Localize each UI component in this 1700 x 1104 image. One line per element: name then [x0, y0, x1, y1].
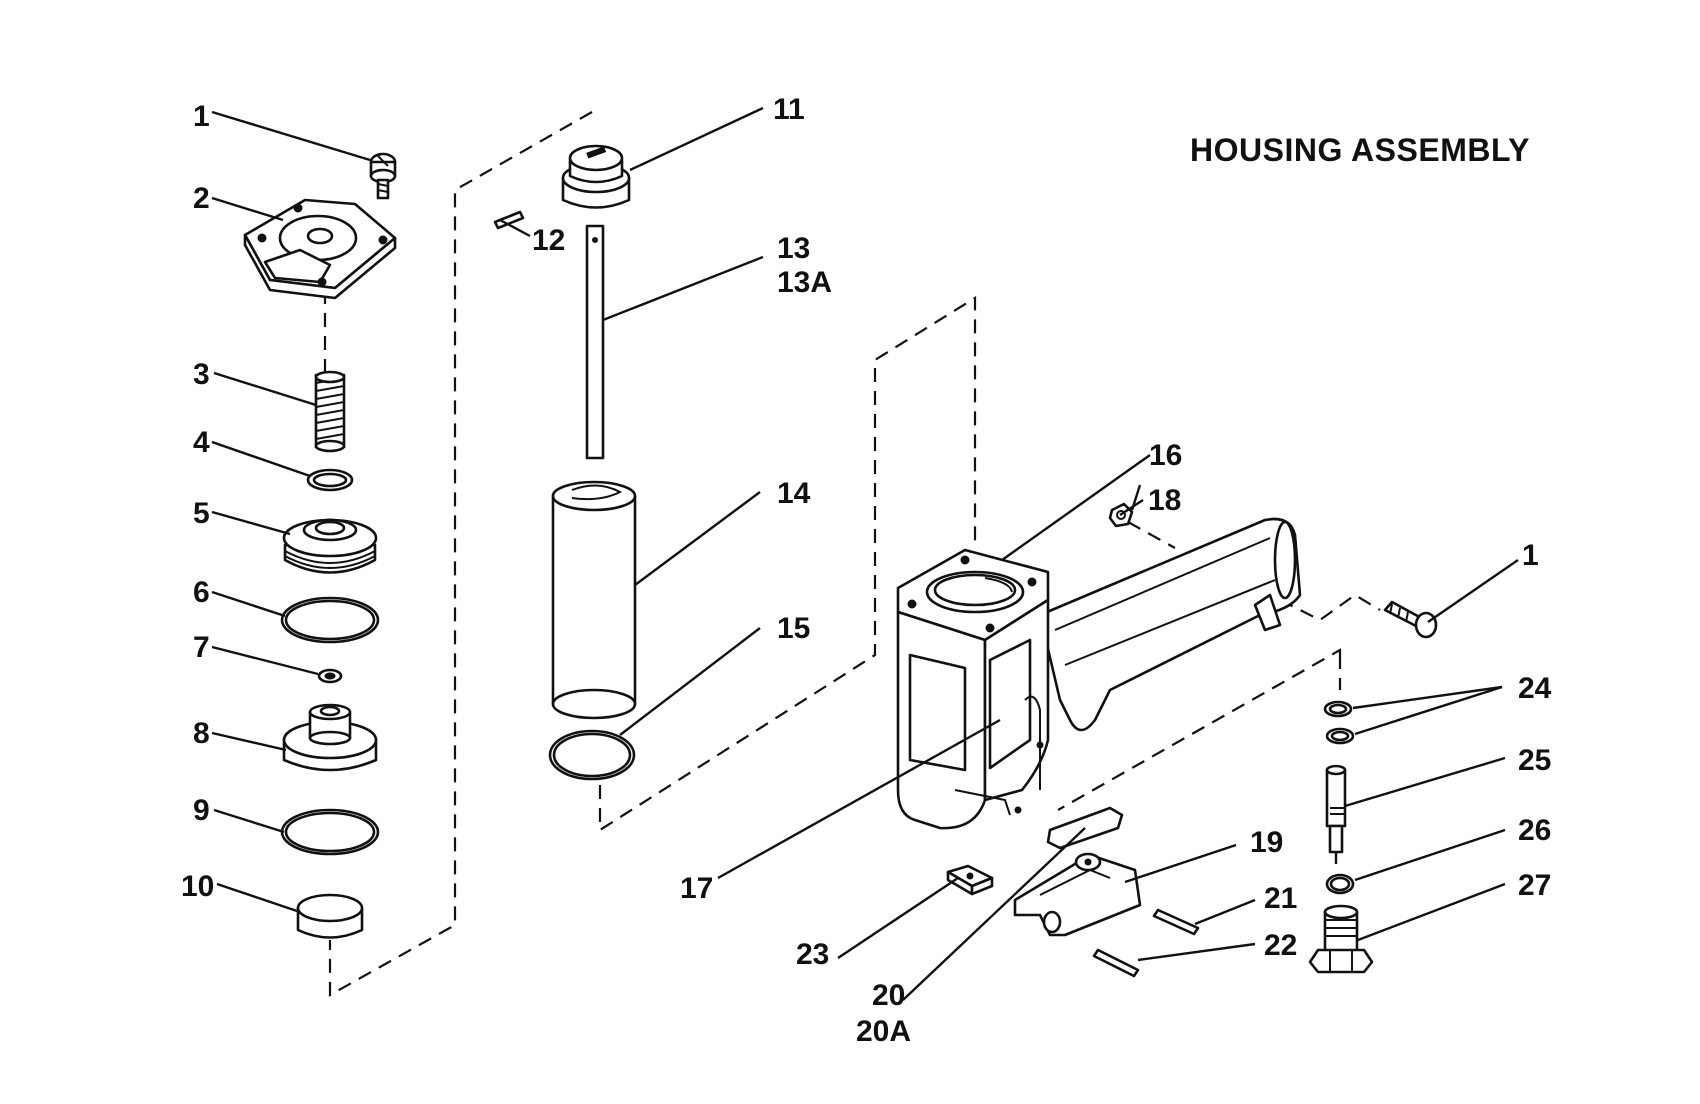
callout-5: 5 — [193, 497, 210, 530]
callout-21: 21 — [1264, 882, 1297, 915]
piston-part-8 — [282, 703, 378, 772]
o-ring-part-4 — [306, 468, 354, 492]
callout-18: 18 — [1148, 484, 1181, 517]
callout-3: 3 — [193, 358, 210, 391]
callout-13a: 13A — [777, 266, 832, 299]
valve-stem-part-25 — [1325, 764, 1347, 864]
callout-labels: 1 2 3 4 5 6 7 8 9 10 11 12 13 13A 14 15 … — [181, 93, 1552, 1048]
callout-13: 13 — [777, 232, 810, 265]
pin-part-21 — [1152, 908, 1200, 936]
cylinder-tube-part-14 — [551, 480, 637, 720]
callout-22: 22 — [1264, 929, 1297, 962]
washer-part-7 — [317, 668, 343, 684]
callout-2: 2 — [193, 182, 210, 215]
plug-part-11 — [561, 144, 631, 209]
o-ring-part-26 — [1325, 873, 1355, 895]
fitting-part-27 — [1308, 904, 1374, 974]
callout-12: 12 — [532, 224, 565, 257]
washers-part-24 — [1323, 700, 1355, 745]
callout-26: 26 — [1518, 814, 1551, 847]
callout-8: 8 — [193, 717, 210, 750]
callout-17: 17 — [680, 872, 713, 905]
callout-10: 10 — [181, 870, 214, 903]
assembly-paths — [323, 111, 1381, 997]
block-part-23 — [946, 864, 994, 896]
callout-7: 7 — [193, 631, 210, 664]
callout-4: 4 — [193, 426, 210, 459]
cover-plate-part-2 — [243, 198, 397, 300]
callout-19: 19 — [1250, 826, 1283, 859]
callout-9: 9 — [193, 794, 210, 827]
screw-part-1-handle — [1383, 600, 1438, 639]
pin-part-12 — [493, 210, 525, 230]
o-ring-part-9 — [280, 808, 380, 856]
bracket-part-19 — [1013, 852, 1142, 937]
o-ring-part-6 — [280, 596, 380, 644]
callout-27: 27 — [1518, 869, 1551, 902]
housing-body-part-16 — [896, 517, 1302, 830]
diagram-title: HOUSING ASSEMBLY — [1190, 132, 1530, 168]
callout-20a: 20A — [856, 1015, 911, 1048]
callout-1: 1 — [193, 100, 210, 133]
callout-6: 6 — [193, 576, 210, 609]
spring-part-3 — [314, 370, 346, 453]
callout-20: 20 — [872, 979, 905, 1012]
callout-24: 24 — [1518, 672, 1552, 705]
screw-part-1 — [369, 152, 397, 200]
leader-lines — [211, 106, 1519, 1001]
callout-14: 14 — [777, 477, 811, 510]
callout-1-handle: 1 — [1522, 539, 1539, 572]
valve-body-part-5 — [282, 518, 378, 574]
callout-16: 16 — [1149, 439, 1182, 472]
callout-15: 15 — [777, 612, 810, 645]
callout-11: 11 — [773, 93, 805, 126]
o-ring-part-15 — [548, 729, 636, 781]
callout-23: 23 — [796, 938, 829, 971]
pin-part-22 — [1092, 948, 1140, 978]
callout-25: 25 — [1518, 744, 1551, 777]
cap-part-10 — [296, 893, 364, 939]
driver-blade-part-13 — [585, 224, 605, 460]
